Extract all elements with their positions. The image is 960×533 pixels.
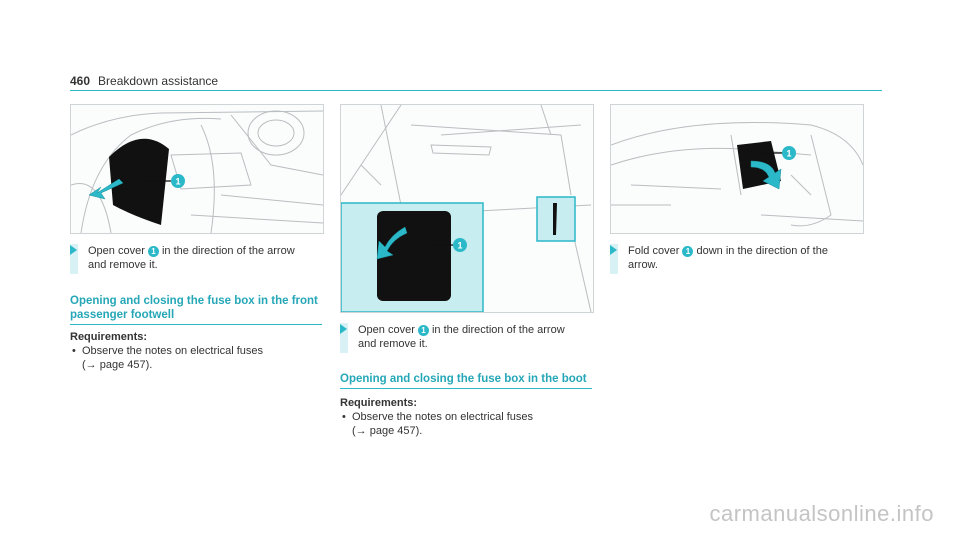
requirements-item: Observe the notes on electrical fuses (→… (340, 410, 600, 438)
step-text: Open cover 1 in the direction of the arr… (358, 323, 565, 351)
section-heading-line1: Opening and closing the fuse box in the … (340, 373, 587, 385)
requirements-footwell: Requirements: Observe the notes on elect… (70, 330, 330, 372)
callout-badge: 1 (417, 325, 429, 336)
step-text-line2: and remove it. (88, 259, 158, 271)
glovebox-cover-illustration-icon: 1 (341, 105, 592, 312)
section-heading-footwell: Opening and closing the fuse box in the … (70, 294, 322, 325)
header-rule (70, 90, 882, 91)
page-section-title: Breakdown assistance (98, 74, 219, 88)
section-heading-line2: passenger footwell (70, 309, 175, 321)
step-text-after: in the direction of the arrow (428, 324, 565, 336)
callout-badge: 1 (682, 246, 694, 257)
section-underline (70, 324, 322, 325)
step-arrow-icon (340, 324, 347, 334)
step-text: Open cover 1 in the direction of the arr… (88, 244, 295, 272)
svg-text:1: 1 (786, 149, 791, 159)
svg-text:1: 1 (175, 177, 180, 187)
step-bar (70, 244, 78, 274)
svg-text:1: 1 (457, 241, 462, 251)
step-text-line2: arrow. (628, 259, 658, 271)
step-open-cover-footwell: Open cover 1 in the direction of the arr… (70, 244, 330, 276)
step-arrow-icon (610, 245, 617, 255)
glovebox-figure: 1 (340, 104, 594, 313)
requirements-boot: Requirements: Observe the notes on elect… (340, 396, 600, 438)
step-text-after: down in the direction of the (693, 245, 828, 257)
section-heading-line1: Opening and closing the fuse box in the … (70, 295, 318, 307)
callout-badge: 1 (147, 246, 159, 257)
step-text-before: Open cover (358, 324, 418, 336)
step-arrow-icon (70, 245, 77, 255)
step-text: Fold cover 1 down in the direction of th… (628, 244, 828, 272)
footwell-figure: 1 (70, 104, 324, 234)
step-text-after: in the direction of the arrow (158, 245, 295, 257)
step-bar (340, 323, 348, 353)
page-number: 460 (70, 74, 91, 88)
requirements-title: Requirements: (70, 331, 148, 343)
step-text-before: Open cover (88, 245, 148, 257)
requirements-title: Requirements: (340, 397, 418, 409)
requirements-item-line1: Observe the notes on electrical fuses (352, 411, 533, 423)
page-reference-link[interactable]: (→ page 457). (352, 425, 423, 437)
boot-figure: 1 (610, 104, 864, 234)
step-open-cover-glovebox: Open cover 1 in the direction of the arr… (340, 323, 600, 355)
page-header: 460 Breakdown assistance (70, 74, 218, 88)
watermark: carmanualsonline.info (709, 501, 934, 526)
requirements-item-line1: Observe the notes on electrical fuses (82, 345, 263, 357)
step-text-line2: and remove it. (358, 338, 428, 350)
footwell-cover-illustration-icon: 1 (71, 110, 323, 233)
step-text-before: Fold cover (628, 245, 683, 257)
step-fold-cover-boot: Fold cover 1 down in the direction of th… (610, 244, 870, 276)
section-heading-boot: Opening and closing the fuse box in the … (340, 372, 592, 389)
step-bar (610, 244, 618, 274)
boot-cover-illustration-icon: 1 (611, 122, 863, 227)
page-reference-link[interactable]: (→ page 457). (82, 359, 153, 371)
requirements-item: Observe the notes on electrical fuses (→… (70, 344, 330, 372)
section-underline (340, 388, 592, 389)
